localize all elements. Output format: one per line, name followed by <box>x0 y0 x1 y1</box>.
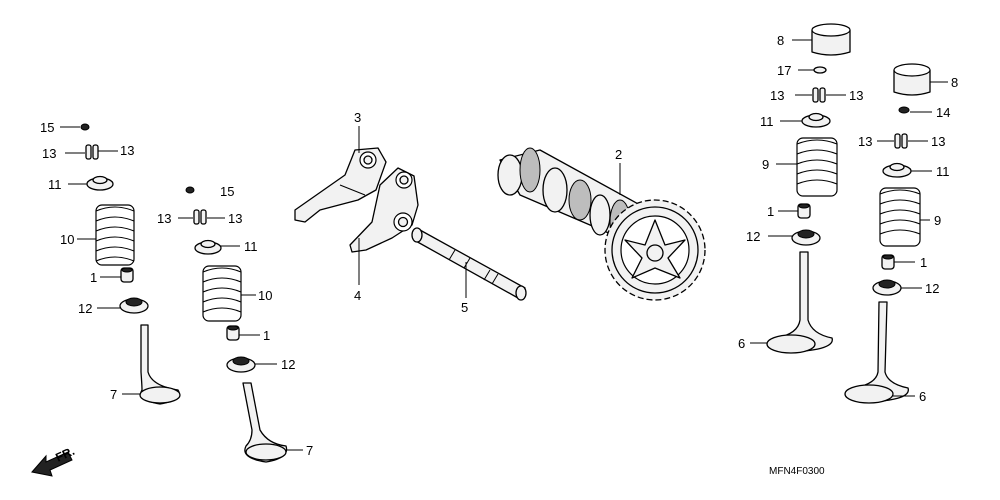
callout-7-a: 7 <box>110 387 117 402</box>
spring-seat-12b <box>226 356 256 373</box>
callout-12-b: 12 <box>281 357 295 372</box>
spring-seat-12c <box>791 229 821 246</box>
valve-lifter-8b <box>893 63 931 96</box>
callout-1-c: 1 <box>767 204 774 219</box>
spring-seat-12a <box>119 297 149 314</box>
callout-13-b2: 13 <box>228 211 242 226</box>
left-valve-assembly-a: 15 13 13 11 10 1 12 7 <box>40 120 181 405</box>
right-valve-assembly-b: 8 14 13 13 11 9 1 12 6 <box>844 63 958 404</box>
callout-15-b: 15 <box>220 184 234 199</box>
callout-9-a: 9 <box>762 157 769 172</box>
callout-7-b: 7 <box>306 443 313 458</box>
exhaust-valve-7a <box>139 324 181 405</box>
rocker-arm-3 <box>294 147 387 223</box>
stem-seal-1b <box>226 325 240 341</box>
callout-13-a1: 13 <box>42 146 56 161</box>
callout-1-d: 1 <box>920 255 927 270</box>
valve-cotters-13a <box>85 144 99 160</box>
stem-seal-1a <box>120 267 134 283</box>
callout-1-b: 1 <box>263 328 270 343</box>
callout-11-c: 11 <box>760 114 774 129</box>
callout-17: 17 <box>777 63 791 78</box>
rocker-arm-4 <box>349 167 419 253</box>
callout-13-b1: 13 <box>157 211 171 226</box>
callout-4: 4 <box>354 288 361 303</box>
callout-12-c: 12 <box>746 229 760 244</box>
callout-9-b: 9 <box>934 213 941 228</box>
valve-cotters-13c <box>812 87 826 103</box>
diagram-code: MFN4F0300 <box>769 466 825 477</box>
front-arrow-icon <box>31 451 73 477</box>
callout-6-b: 6 <box>919 389 926 404</box>
valve-spring-10a <box>95 204 135 266</box>
callout-15-a: 15 <box>40 120 54 135</box>
stem-seal-1d <box>881 254 895 270</box>
spring-retainer-11d <box>882 162 912 178</box>
callout-13-d1: 13 <box>858 134 872 149</box>
spring-retainer-11a <box>86 175 114 191</box>
intake-valve-6b <box>844 301 909 404</box>
right-valve-assembly-a: 8 17 13 13 11 9 1 12 6 <box>738 23 863 354</box>
callout-11-b: 11 <box>244 239 258 254</box>
callout-10-a: 10 <box>60 232 74 247</box>
valve-cotter-15a <box>80 123 90 131</box>
callout-8-b: 8 <box>951 75 958 90</box>
intake-valve-6a <box>766 251 833 354</box>
front-direction-label: FR. <box>53 444 76 465</box>
valve-spring-9a <box>796 137 838 197</box>
callout-13-c2: 13 <box>849 88 863 103</box>
callout-12-d: 12 <box>925 281 939 296</box>
callout-10-b: 10 <box>258 288 272 303</box>
front-direction-indicator: FR. <box>31 444 77 477</box>
valve-spring-10b <box>202 265 242 322</box>
spring-retainer-11c <box>801 112 831 128</box>
callout-12-a: 12 <box>78 301 92 316</box>
callout-2: 2 <box>615 147 622 162</box>
valve-cotters-13b <box>193 209 207 225</box>
callout-1-a: 1 <box>90 270 97 285</box>
rocker-shaft-5 <box>411 227 527 301</box>
shim-17 <box>813 66 827 74</box>
exhaust-valve-7b <box>242 382 288 463</box>
shim-14 <box>898 106 910 114</box>
spring-seat-12d <box>872 279 902 296</box>
spring-retainer-11b <box>194 239 222 255</box>
callout-8-a: 8 <box>777 33 784 48</box>
valve-lifter-8a <box>811 23 851 56</box>
callout-14: 14 <box>936 105 950 120</box>
valve-spring-9b <box>879 187 921 247</box>
callout-13-d2: 13 <box>931 134 945 149</box>
callout-3: 3 <box>354 110 361 125</box>
callout-11-a: 11 <box>48 177 62 192</box>
valve-cotter-15b <box>185 186 195 194</box>
valve-cotters-13d <box>894 133 908 149</box>
callout-11-d: 11 <box>936 164 950 179</box>
callout-6-a: 6 <box>738 336 745 351</box>
callout-13-c1: 13 <box>770 88 784 103</box>
stem-seal-1c <box>797 203 811 219</box>
callout-5: 5 <box>461 300 468 315</box>
cam-sprocket <box>604 199 706 301</box>
callout-13-a2: 13 <box>120 143 134 158</box>
left-valve-assembly-b: 15 13 13 11 10 1 12 7 <box>157 184 313 463</box>
